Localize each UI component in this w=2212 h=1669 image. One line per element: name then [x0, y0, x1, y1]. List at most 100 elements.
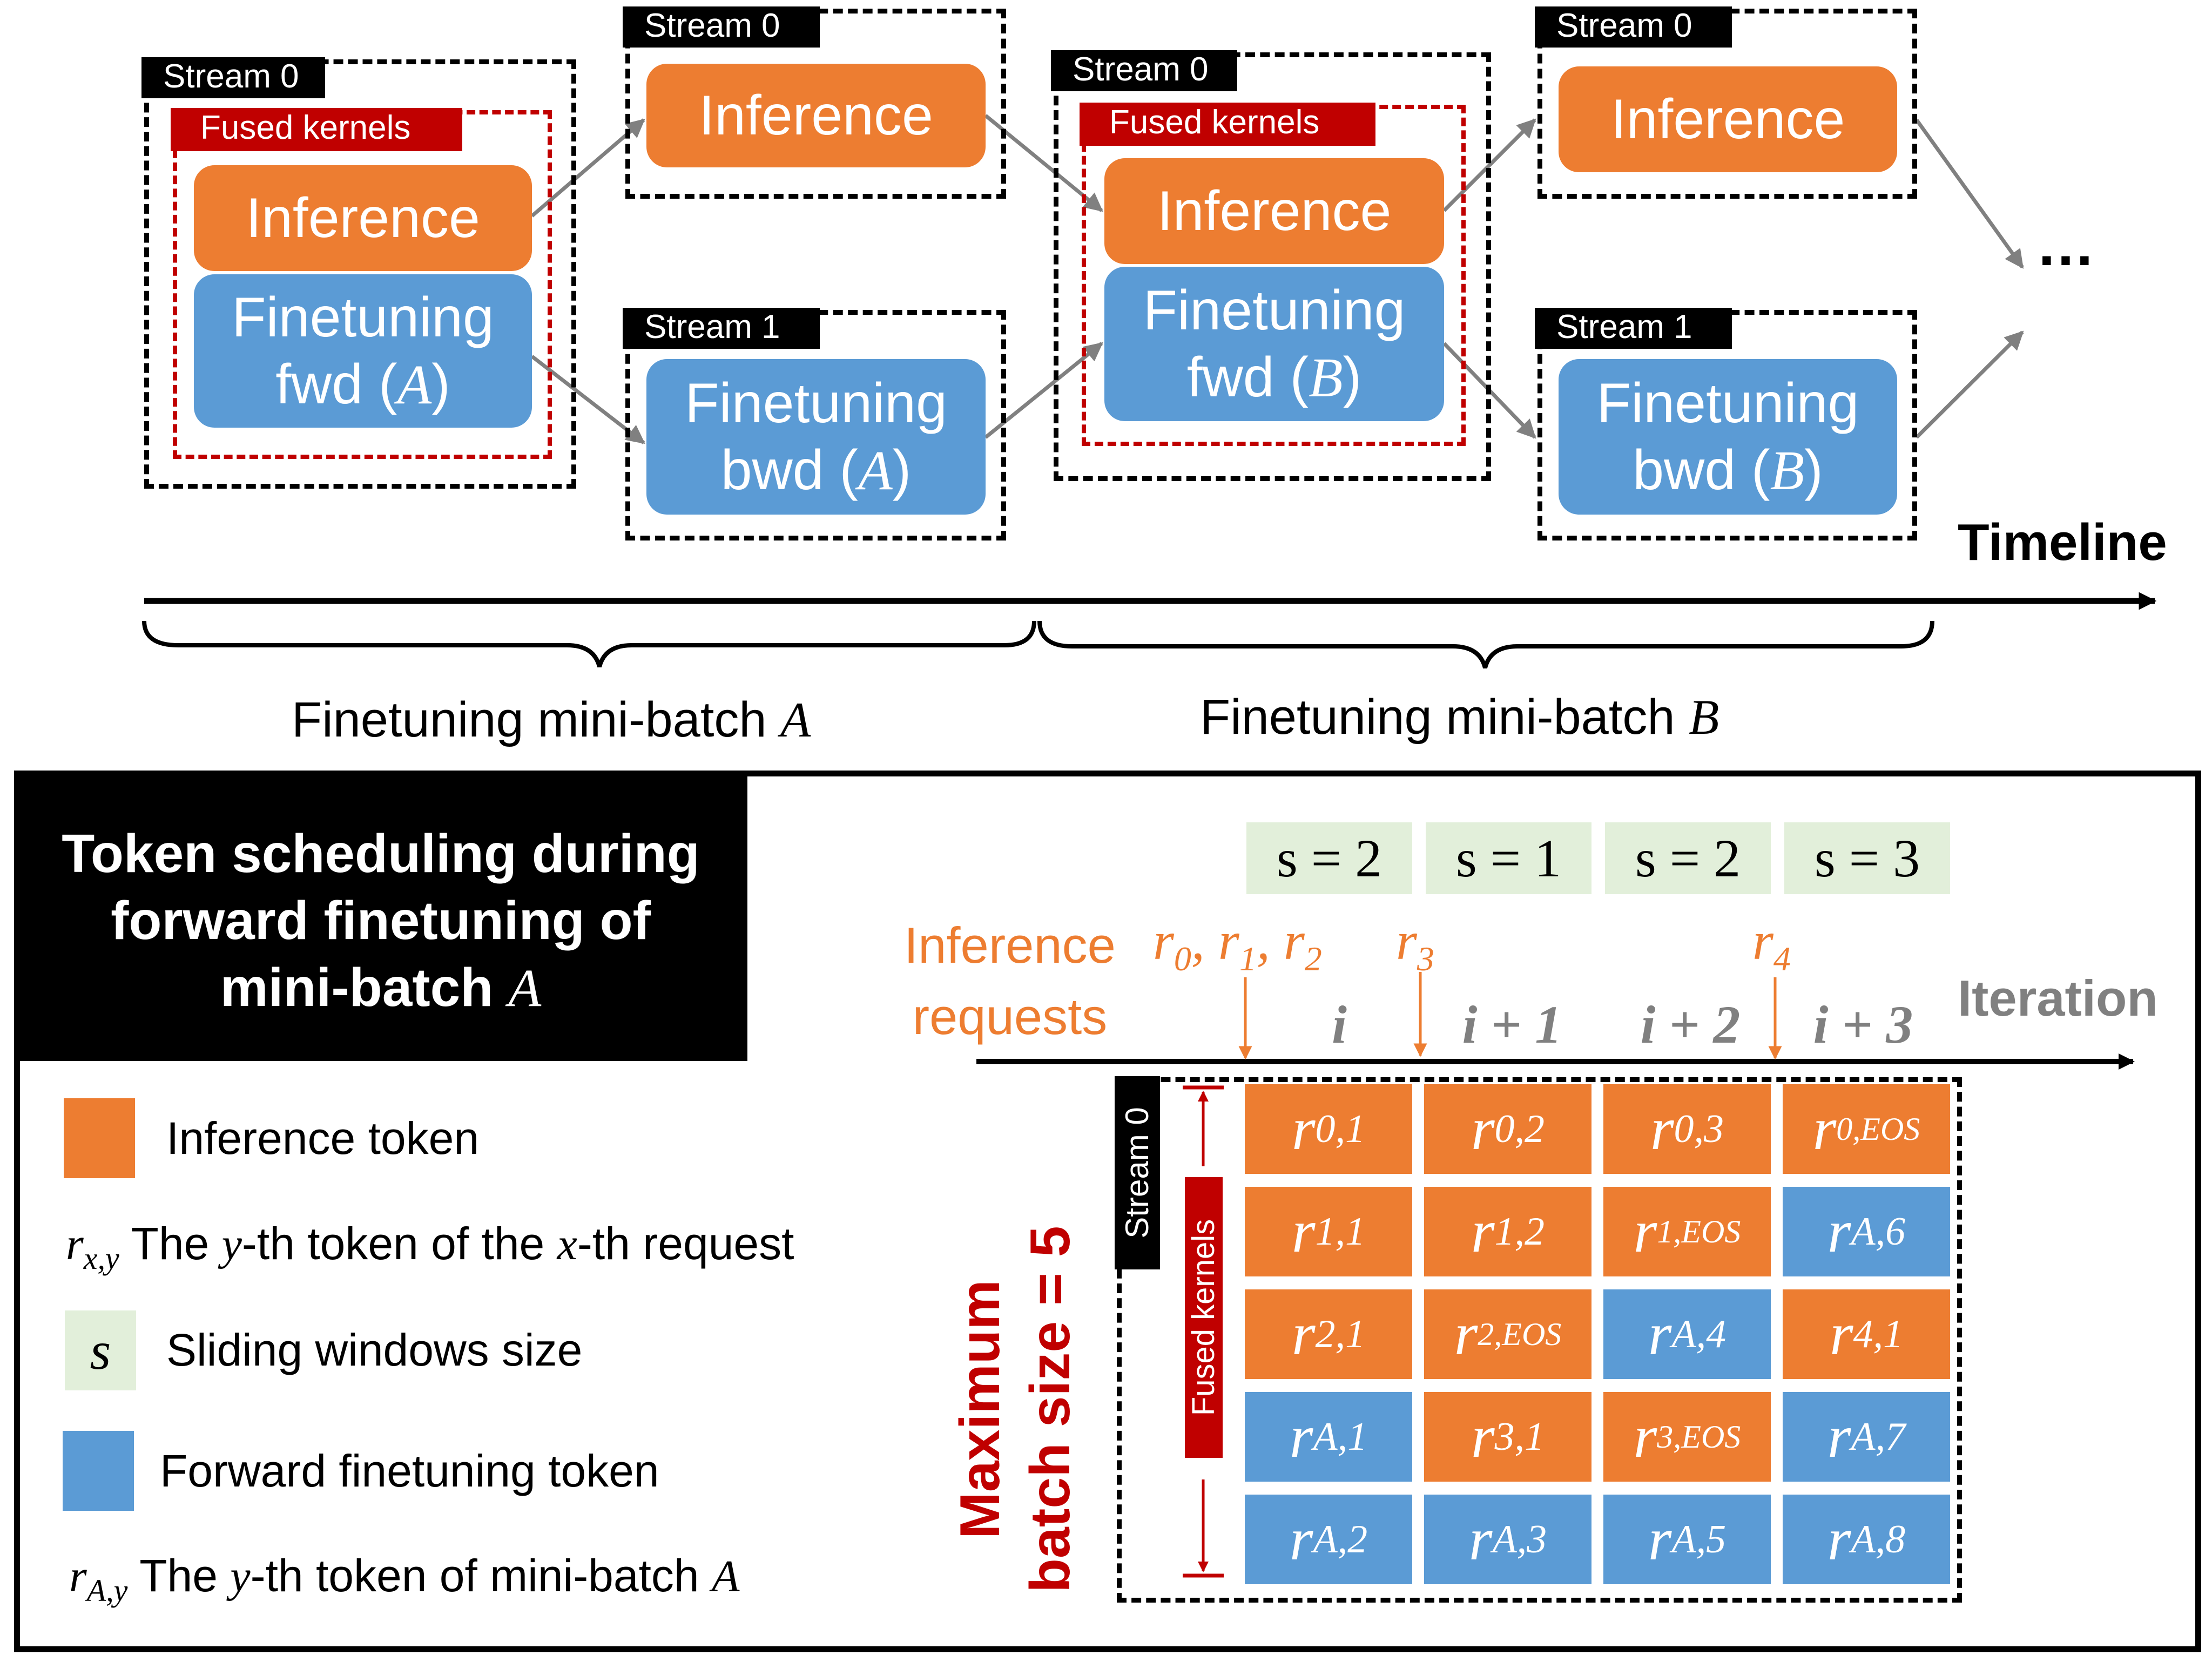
- block-label: Finetuning: [1143, 279, 1406, 342]
- stream-box: [1054, 52, 1491, 481]
- inference-block: Inference: [194, 165, 532, 271]
- stream-label: Stream 0: [623, 6, 820, 48]
- brace-mini-batch-a: [142, 620, 1036, 668]
- legend-text: -th token of the: [241, 1218, 557, 1269]
- legend-text: -th request: [577, 1218, 794, 1269]
- block-label: Inference: [246, 187, 480, 249]
- token-subscript: 4,1: [1853, 1312, 1904, 1356]
- legend-swatch-sliding-window: s: [65, 1310, 136, 1390]
- token-subscript: 0,EOS: [1836, 1111, 1920, 1147]
- token-scheduling-panel: [14, 771, 2201, 1652]
- iteration-tick-0: i: [1332, 995, 1347, 1055]
- inference-block: Inference: [646, 64, 986, 167]
- legend-inference-token: Inference token: [166, 1113, 480, 1164]
- stream-label: Stream 1: [1535, 308, 1732, 349]
- legend-text: -th token of mini-batch: [250, 1550, 712, 1601]
- stream-label: Stream 1: [623, 308, 820, 349]
- token-symbol: r: [1291, 1095, 1316, 1163]
- block-label: fwd (: [275, 353, 397, 416]
- token-symbol: r: [1454, 1300, 1478, 1368]
- stream-label: Stream 0: [1535, 6, 1732, 48]
- block-label: ): [892, 438, 912, 502]
- arrow-inf-to-next: [1915, 118, 2024, 269]
- legend-minibatch-token: rA,y The y-th token of mini-batch A: [69, 1550, 739, 1609]
- batch-var: A: [858, 439, 893, 502]
- token-symbol: r: [1827, 1505, 1851, 1573]
- inference-requests-label: Inference requests: [886, 910, 1134, 1052]
- token-subscript: 2,EOS: [1478, 1316, 1562, 1352]
- finetuning-bwd-block: Finetuning bwd (B): [1559, 359, 1897, 515]
- legend-swatch-finetuning: [63, 1431, 134, 1511]
- token-symbol: r: [1291, 1198, 1316, 1265]
- sliding-window-2: s = 2: [1605, 822, 1771, 894]
- token-symbol: r: [1812, 1095, 1837, 1163]
- grid-stream-label: Stream 0: [1119, 1107, 1155, 1239]
- batch-var: B: [1309, 346, 1343, 409]
- token-symbol: r: [1471, 1198, 1495, 1265]
- token-subscript: A,4: [1671, 1312, 1727, 1356]
- legend-request-token: rx,y The y-th token of the x-th request: [66, 1218, 794, 1276]
- max-batch-size-label: [678, 1080, 851, 1620]
- batch-var: B: [1689, 690, 1719, 745]
- block-label: Finetuning: [1596, 371, 1859, 435]
- token-subscript: A,8: [1851, 1517, 1906, 1562]
- token-subscript: 0,2: [1494, 1106, 1545, 1151]
- batch-var: A: [780, 692, 811, 747]
- block-label: Finetuning: [232, 286, 494, 349]
- block-label: bwd (: [1633, 438, 1770, 502]
- batch-var: A: [397, 353, 432, 416]
- token-subscript: 2,1: [1315, 1312, 1366, 1356]
- continuation-ellipsis: …: [2036, 212, 2095, 278]
- legend-var: x: [557, 1219, 577, 1269]
- token-subscript: A,3: [1492, 1517, 1547, 1562]
- timeline-label: Timeline: [1958, 513, 2167, 571]
- iteration-tick-3: i + 3: [1813, 995, 1913, 1055]
- block-label: Finetuning: [685, 371, 947, 435]
- legend-text: The: [139, 1550, 231, 1601]
- block-label: Inference: [699, 84, 933, 147]
- arrival-r3: r3: [1396, 911, 1434, 978]
- token-subscript: A,7: [1851, 1414, 1906, 1459]
- legend-text: The: [131, 1218, 222, 1269]
- legend-swatch-inference: [64, 1098, 135, 1178]
- title-line: forward finetuning of: [111, 890, 651, 951]
- token-subscript: 0,3: [1674, 1106, 1724, 1151]
- grid-fused-label-bg: [1185, 1177, 1223, 1458]
- batch-var: A: [508, 958, 542, 1018]
- title-line: mini-batch: [220, 957, 509, 1018]
- brace-label-b: Finetuning mini-batch B: [1200, 688, 1719, 746]
- iteration-tick-2: i + 2: [1640, 995, 1741, 1055]
- finetuning-fwd-block: Finetuning fwd (A): [194, 274, 532, 428]
- brace-text: Finetuning mini-batch: [1200, 690, 1689, 745]
- sliding-window-1: s = 1: [1426, 822, 1591, 894]
- token-subscript: A,5: [1671, 1517, 1727, 1562]
- token-subscript: A,6: [1851, 1209, 1906, 1254]
- block-label: bwd (: [720, 438, 859, 502]
- label-line: batch size = 5: [1019, 1226, 1082, 1593]
- brace-label-a: Finetuning mini-batch A: [292, 691, 811, 748]
- title-line: Token scheduling during: [62, 823, 700, 884]
- token-symbol: r: [1633, 1198, 1657, 1265]
- fused-kernels-label: Fused kernels: [1080, 103, 1375, 146]
- brace-text: Finetuning mini-batch: [292, 692, 781, 747]
- block-label: Inference: [1157, 180, 1392, 242]
- token-symbol: r: [1471, 1095, 1495, 1163]
- label-line: requests: [912, 988, 1108, 1045]
- legend-sliding-window: Sliding windows size: [166, 1325, 583, 1375]
- legend-forward-finetuning-token: Forward finetuning token: [160, 1445, 659, 1496]
- finetuning-fwd-block: Finetuning fwd (B): [1104, 267, 1444, 421]
- token-subscript: 1,1: [1315, 1209, 1366, 1254]
- iteration-label: Iteration: [1958, 970, 2158, 1026]
